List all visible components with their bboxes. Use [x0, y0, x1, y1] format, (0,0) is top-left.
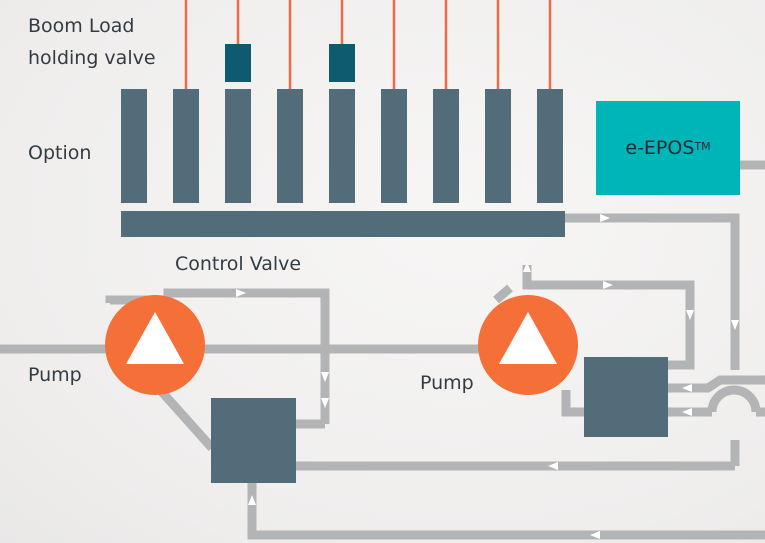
boom-label-line1: Boom Load	[28, 15, 135, 37]
valve-spool	[433, 89, 459, 203]
pump-right-label: Pump	[420, 372, 474, 394]
control-valve-body	[121, 211, 565, 237]
flow-arrows	[236, 214, 739, 539]
valve-spool	[225, 89, 251, 203]
eepos-block	[596, 101, 740, 195]
boom-load-holding-valve	[329, 44, 355, 82]
boom-load-holding-valve-label: Boom Load holding valve	[28, 10, 156, 74]
eepos-trademark: TM	[694, 139, 711, 153]
control-valve-spools	[121, 89, 563, 203]
valve-spool	[173, 89, 199, 203]
motor-line-upper	[668, 375, 765, 393]
control-valve-label: Control Valve	[175, 253, 302, 275]
flow-arrow	[682, 408, 692, 416]
option-label: Option	[28, 142, 92, 164]
tank-line-bottom	[247, 483, 765, 540]
eepos-text: e-EPOS	[625, 137, 695, 159]
pump-right	[478, 295, 578, 395]
valve-spool	[121, 89, 147, 203]
return-line-right	[522, 265, 695, 370]
flow-arrow	[548, 462, 558, 470]
motor-right-side-line	[561, 390, 585, 417]
flow-arrow	[600, 214, 610, 222]
pump-left-label: Pump	[28, 364, 82, 386]
regulator-block-left	[211, 398, 296, 483]
boom-load-holding-valve	[225, 44, 251, 82]
pump-left-triangle-icon	[126, 312, 184, 364]
pump-left-diagonal	[158, 389, 216, 451]
flow-arrow	[248, 495, 256, 505]
regulator-block-right	[584, 357, 668, 437]
valve-spool	[381, 89, 407, 203]
valve-spool	[485, 89, 511, 203]
valve-spool	[277, 89, 303, 203]
flow-arrow	[603, 281, 613, 289]
pump-right-feed	[493, 284, 513, 304]
signal-lines	[184, 0, 552, 90]
flow-arrow	[590, 531, 600, 539]
flow-arrow	[321, 398, 329, 408]
pump-right-triangle-icon	[499, 312, 557, 364]
flow-arrow	[682, 384, 692, 392]
boom-label-line2: holding valve	[28, 47, 156, 69]
hydraulic-lines	[0, 160, 765, 540]
line-crossover-bridge	[707, 385, 761, 413]
valve-spool	[537, 89, 563, 203]
control-valve-return	[565, 213, 740, 370]
valve-spool	[329, 89, 355, 203]
flow-arrow	[686, 310, 694, 320]
flow-arrow	[236, 289, 246, 297]
flow-arrow	[731, 320, 739, 330]
flow-arrow	[321, 372, 329, 382]
return-line-left	[105, 288, 330, 380]
pump-left	[105, 295, 205, 395]
flow-arrow	[523, 262, 531, 272]
